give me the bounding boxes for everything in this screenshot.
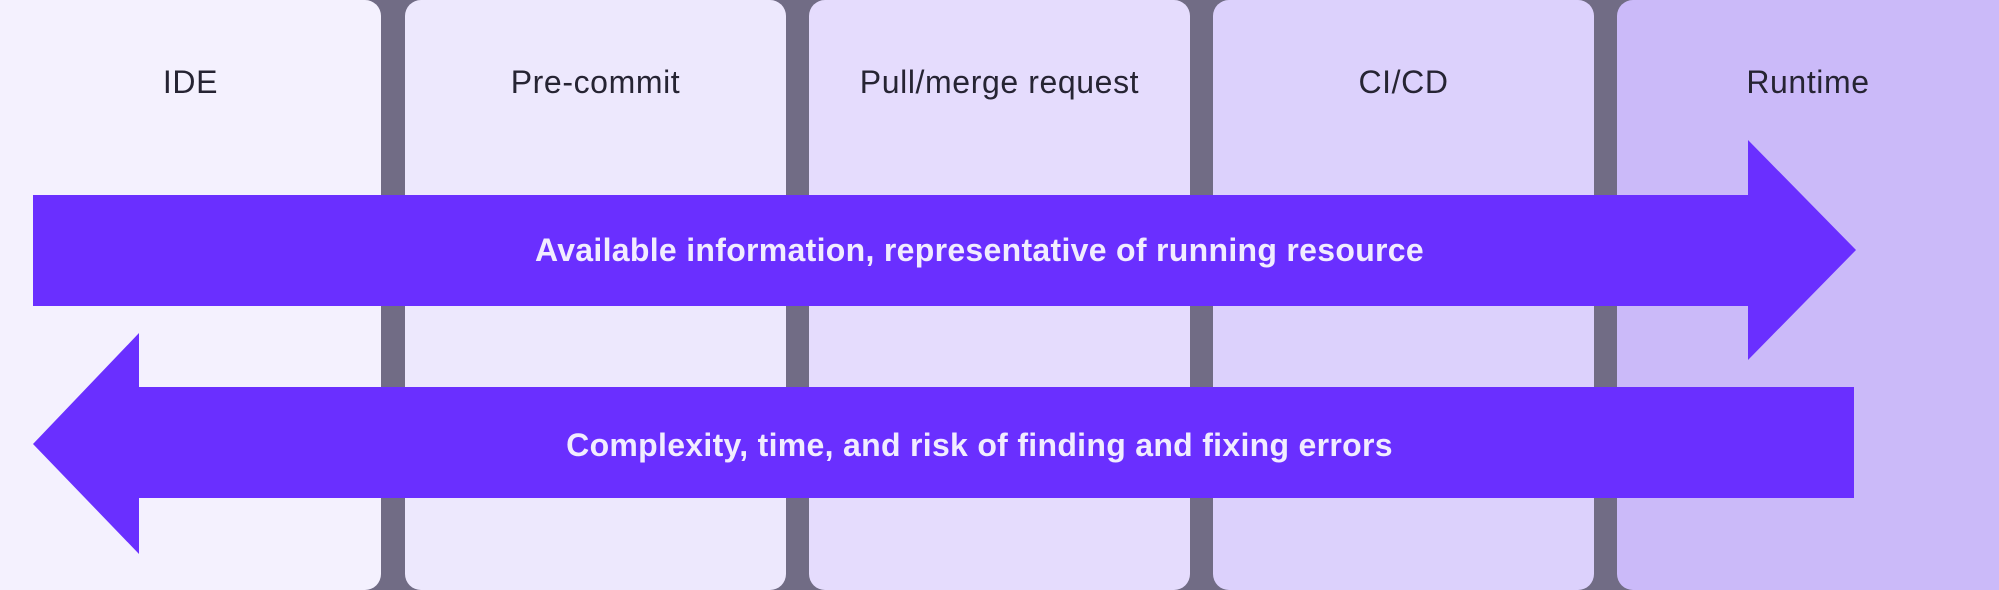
stage-label: Pull/merge request [859, 64, 1140, 100]
backward-arrow-label: Complexity, time, and risk of finding an… [566, 427, 1393, 463]
forward-arrow-label: Available information, representative of… [534, 232, 1424, 268]
backward-arrow-shape [33, 333, 1854, 554]
stage-label: IDE [162, 64, 219, 100]
stage-label: Runtime [1746, 64, 1870, 100]
forward-arrow-shape [33, 140, 1856, 360]
stage-label: CI/CD [1358, 64, 1449, 100]
stage-label: Pre-commit [510, 64, 681, 100]
